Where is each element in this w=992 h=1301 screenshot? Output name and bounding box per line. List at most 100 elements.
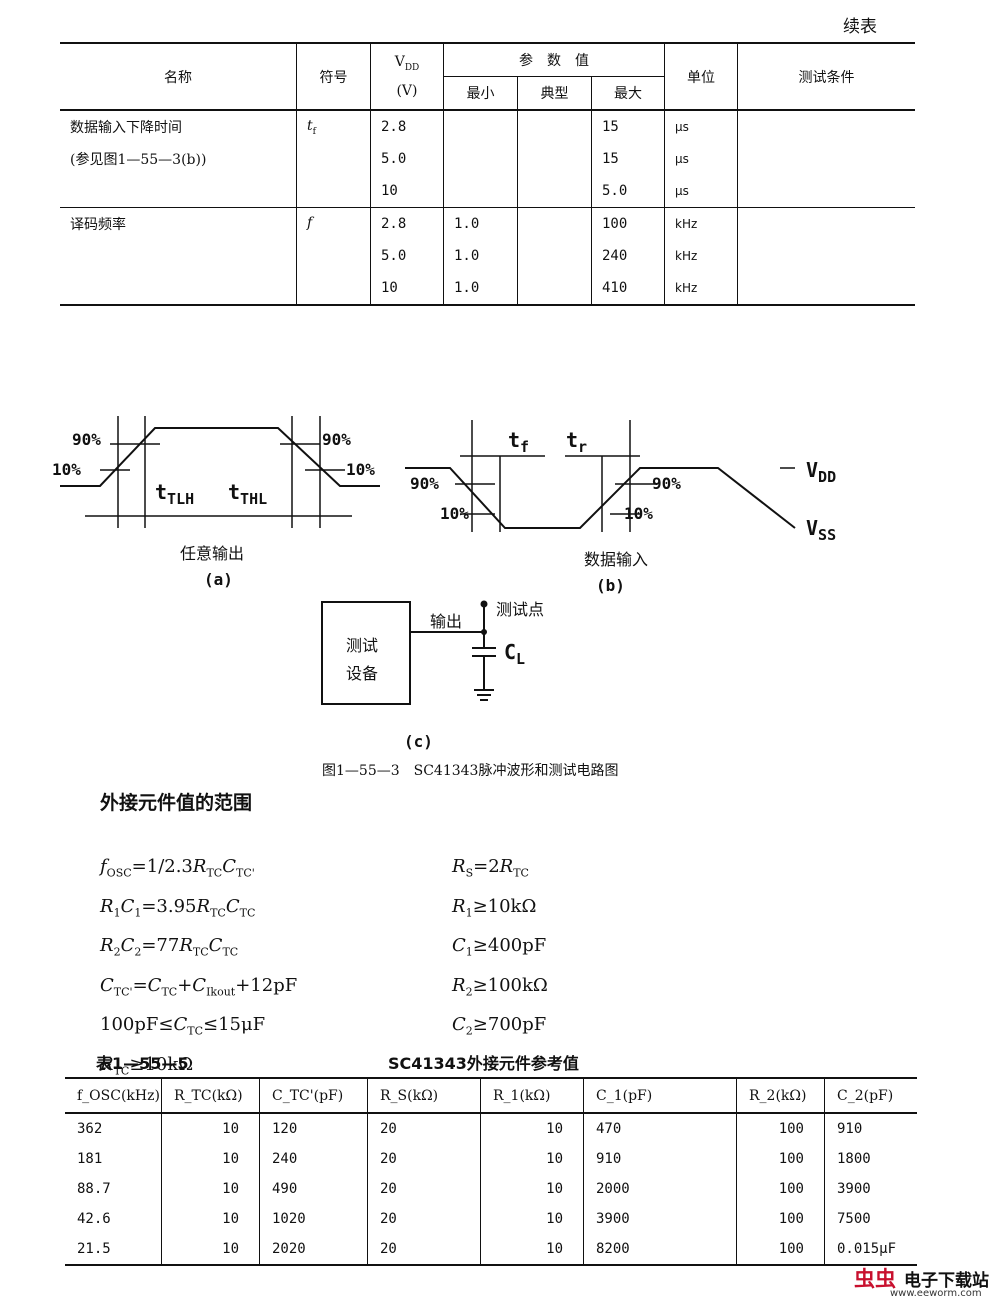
site-watermark: 虫虫 电子下载站 www.eeworm.com (850, 1263, 992, 1301)
cell-min: 1.0 (443, 240, 518, 272)
table-cell: 10 (161, 1144, 260, 1174)
cell-test-condition (737, 175, 915, 208)
fig-a-label-90-right: 90% (322, 430, 351, 449)
col-c2: C_2(pF) (824, 1077, 917, 1114)
fig-b-vss: VSS (806, 516, 837, 544)
table-cell: 10 (161, 1174, 260, 1204)
cell-unit: μs (664, 143, 738, 175)
output-label: 输出 (430, 612, 463, 631)
section-heading: 外接元件值的范围 (100, 792, 253, 814)
table-cell: 10 (161, 1204, 260, 1234)
table-cell: 10 (161, 1234, 260, 1266)
cell-min: 1.0 (443, 207, 518, 240)
table-cell: 20 (367, 1204, 481, 1234)
table-cell: 362 (77, 1121, 103, 1137)
table-row: (参见图1—55—3(b)) 5.0 15 μs (60, 143, 915, 175)
table-cell: 3900 (583, 1204, 737, 1234)
header-typ: 典型 (517, 76, 592, 111)
table-cell: 181 (77, 1151, 103, 1167)
table-cell: 20 (367, 1113, 481, 1144)
header-unit: 单位 (664, 42, 738, 111)
table-row: 数据输入下降时间 tf 2.8 15 μs (60, 110, 915, 143)
table-cell: 10 (480, 1113, 584, 1144)
table-row: 译码频率 f 2.8 1.0 100 kHz (60, 207, 915, 240)
pulse-waveform-figure (60, 416, 796, 705)
fig-b-tr: tr (566, 428, 588, 456)
formula-r1c1: R1C1=3.95RTCCTC (100, 895, 256, 920)
watermark-logo: 虫虫 (854, 1267, 896, 1291)
header-max: 最大 (591, 76, 665, 111)
cell-vdd: 5.0 (370, 143, 444, 175)
group1-name-line2: (参见图1—55—3(b)) (70, 152, 207, 168)
cell-vdd: 2.8 (370, 207, 444, 240)
cell-vdd: 10 (370, 175, 444, 208)
group2-name-line3 (60, 272, 297, 306)
table-cell: 100 (736, 1204, 825, 1234)
cell-max: 410 (591, 272, 665, 306)
cell-symbol (296, 143, 371, 175)
cell-test-condition (737, 110, 915, 143)
cell-vdd: 10 (370, 272, 444, 306)
cell-unit: kHz (664, 207, 738, 240)
table-cell: 10 (480, 1204, 584, 1234)
cell-min: 1.0 (443, 272, 518, 306)
cell-min (443, 110, 518, 143)
waveform-a-trace (60, 427, 380, 487)
fig-b-label-10-left: 10% (440, 504, 469, 523)
table-cell: 100 (736, 1144, 825, 1174)
header-param-group: 参 数 值 (443, 42, 665, 77)
cell-unit: kHz (664, 272, 738, 306)
cell-symbol (296, 240, 371, 272)
formula-rtc-min: RTC≥10kΩ (100, 1053, 194, 1078)
cl-label: CL (504, 640, 526, 668)
formula-fosc: fOSC=1/2.3RTCCTC' (100, 856, 255, 880)
table-row: 10 1.0 410 kHz (60, 272, 915, 306)
col-rtc: R_TC(kΩ) (161, 1077, 260, 1114)
cell-unit: μs (664, 175, 738, 208)
cell-test-condition (737, 240, 915, 272)
waveform-b (405, 420, 796, 532)
table-cell: 490 (259, 1174, 368, 1204)
table-cell: 20 (367, 1234, 481, 1266)
group2-name-line1: 译码频率 (60, 207, 297, 240)
table-cell: 240 (259, 1144, 368, 1174)
header-test-condition: 测试条件 (737, 42, 915, 111)
fig-a-thl: tTHL (228, 480, 268, 508)
cell-max: 5.0 (591, 175, 665, 208)
test-point-dot (480, 600, 488, 608)
table-row: 10 5.0 μs (60, 175, 915, 208)
table-cell: 88.7 (77, 1181, 111, 1197)
cell-test-condition (737, 207, 915, 240)
formula-r1-min: R1≥10kΩ (452, 895, 537, 920)
cell-typ (517, 272, 592, 306)
col-ctc: C_TC'(pF) (259, 1077, 368, 1114)
col-c1: C_1(pF) (583, 1077, 737, 1114)
external-components-table: f_OSC(kHz) R_TC(kΩ) C_TC'(pF) R_S(kΩ) R_… (65, 1077, 917, 1266)
header-vdd-unit: (V) (396, 82, 418, 99)
formula-rs: RS=2RTC (452, 856, 529, 880)
group1-name-line3 (60, 175, 297, 208)
fig-b-tf: tf (508, 428, 530, 456)
table-cell: 8200 (583, 1234, 737, 1266)
fig-b-label-10-right: 10% (624, 504, 653, 523)
table-cell: 3900 (824, 1174, 917, 1204)
continuation-label: 续表 (843, 17, 877, 37)
cell-max: 100 (591, 207, 665, 240)
cell-typ (517, 240, 592, 272)
table-cell: 20 (367, 1174, 481, 1204)
watermark-name: 电子下载站 (904, 1271, 989, 1291)
table-cell: 470 (583, 1113, 737, 1144)
test-circuit (321, 601, 496, 705)
cell-test-condition (737, 272, 915, 306)
cell-typ (517, 207, 592, 240)
test-equipment-label: 测试 设备 (346, 636, 379, 683)
table-cell: 10 (161, 1113, 260, 1144)
formula-ctc: CTC'=CTC+CIkout+12pF (100, 974, 298, 999)
table-cell: 910 (824, 1113, 917, 1144)
fig-a-tlh: tTLH (155, 480, 195, 508)
table-cell: 1020 (259, 1204, 368, 1234)
